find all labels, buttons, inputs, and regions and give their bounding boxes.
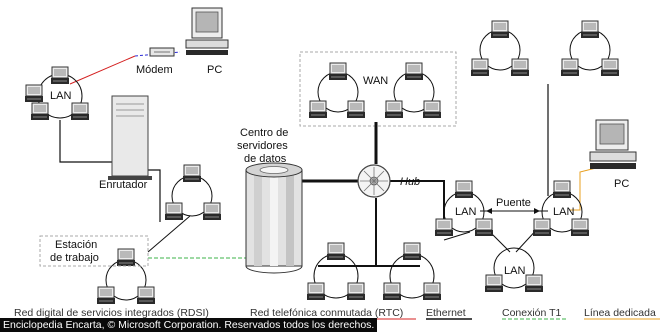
pc-right-label: PC — [614, 178, 629, 190]
lan-ring-topright-1 — [470, 20, 530, 77]
pc-top-label: PC — [207, 64, 222, 76]
hub-icon — [357, 164, 391, 198]
legend-item-rdsi: Red digital de servicios integrados (RDS… — [14, 307, 209, 319]
lan-left-label: LAN — [455, 206, 476, 218]
lan-ring-workstation-top — [164, 164, 222, 221]
lan-ring-left — [434, 180, 494, 237]
lan-ring-topleft — [24, 66, 90, 121]
lan-ring-right — [532, 180, 590, 237]
legend-item-rtc: Red telefónica conmutada (RTC) — [250, 307, 403, 319]
lan-ring-workstation-bottom — [96, 248, 156, 305]
legend-item-t1: Conexión T1 — [502, 307, 562, 319]
datacenter-label-1: Centro de — [240, 127, 288, 139]
lan-topleft-label: LAN — [50, 90, 71, 102]
modem-label: Módem — [136, 64, 173, 76]
copyright-notice: Enciclopedia Encarta, © Microsoft Corpor… — [0, 318, 378, 332]
bridge-label: Puente — [496, 197, 531, 209]
workstation-box — [39, 235, 149, 267]
wan-ring-right — [384, 62, 442, 119]
legend-item-ethernet: Ethernet — [426, 307, 466, 319]
lan-ring-bottom-2 — [382, 242, 442, 301]
wan-ring-left — [308, 62, 366, 119]
lan-bottom-label: LAN — [504, 265, 525, 277]
lan-ring-bottom-1 — [306, 242, 366, 301]
wan-box — [299, 51, 457, 127]
router-label: Enrutador — [99, 179, 148, 191]
wan-label: WAN — [363, 75, 388, 87]
modem-icon — [149, 47, 175, 57]
legend-item-dedicated: Línea dedicada — [584, 307, 656, 319]
pc-right-icon — [589, 119, 637, 169]
lan-ring-topright-2 — [560, 20, 620, 77]
hub-label: Hub — [400, 176, 420, 188]
pc-top-icon — [185, 7, 229, 55]
datacenter-label-2: servidores — [237, 140, 288, 152]
router-icon — [108, 95, 152, 180]
bridge-arrow-icon — [486, 208, 540, 214]
workstation-label-1: Estación — [55, 239, 97, 251]
lan-ring-bottom-right — [484, 247, 544, 293]
lan-right-label: LAN — [553, 206, 574, 218]
datacenter-label-3: de datos — [244, 153, 287, 165]
workstation-label-2: de trabajo — [50, 252, 99, 264]
datacenter-icon — [245, 162, 303, 274]
